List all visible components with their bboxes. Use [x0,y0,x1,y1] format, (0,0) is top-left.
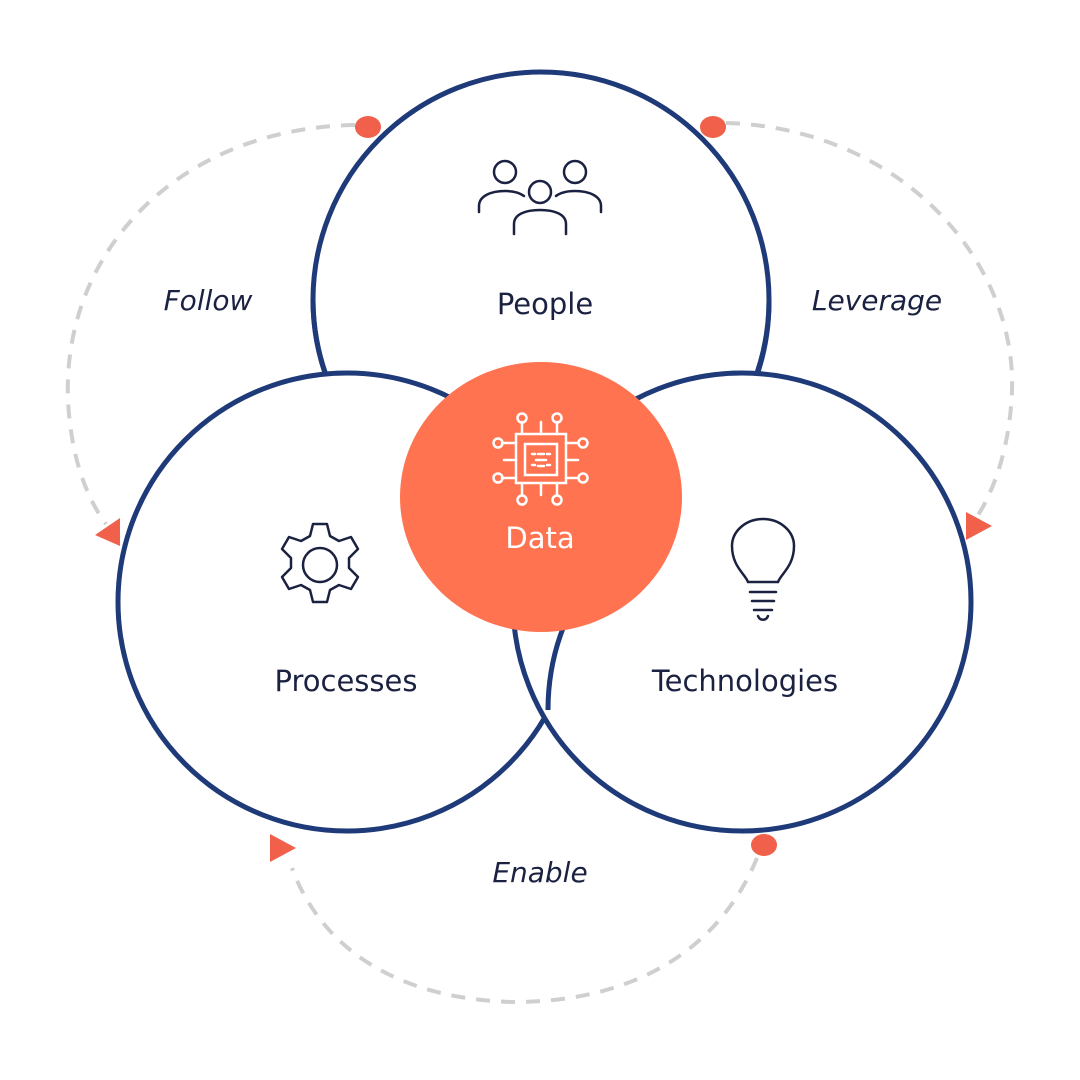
lightbulb-icon [730,517,796,621]
follow-start-dot [355,116,381,138]
technologies-label: Technologies [651,664,838,698]
people-label: People [497,287,593,321]
follow-label: Follow [164,284,253,317]
people-icon [477,159,603,236]
data-circle [400,362,682,632]
enable-arc [290,857,759,1005]
leverage-start-dot [700,116,726,138]
leverage-arc [725,121,1015,520]
leverage-label: Leverage [812,284,942,317]
follow-arrow-icon [95,518,120,546]
data-label: Data [505,521,574,555]
leverage-arrow-icon [966,512,992,540]
gear-icon [280,522,360,604]
enable-arrow-icon [270,834,296,862]
processes-label: Processes [275,664,418,698]
enable-start-dot [751,834,777,856]
chip-icon [492,412,589,506]
follow-arc [65,123,356,526]
enable-label: Enable [492,856,587,889]
